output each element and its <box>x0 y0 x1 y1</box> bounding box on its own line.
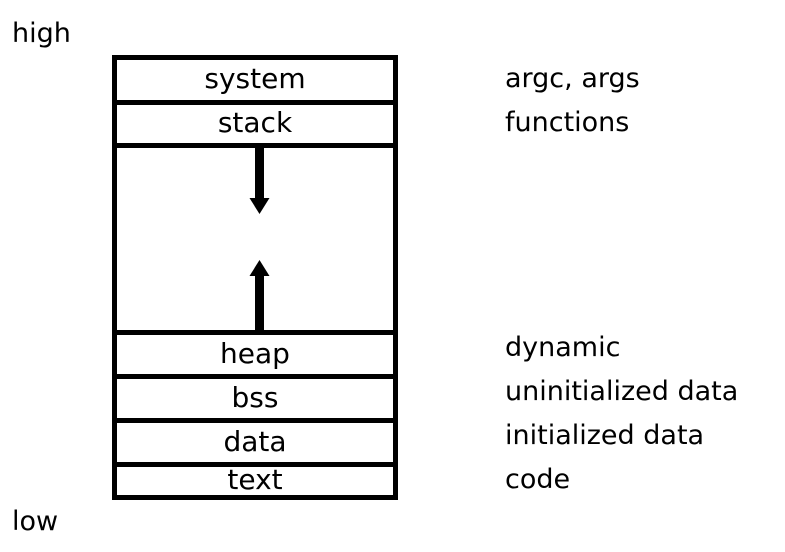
memory-segment-box: system stack heap bss data text <box>112 55 398 500</box>
annotation-stack: functions <box>505 107 630 138</box>
annotation-system: argc, args <box>505 63 640 94</box>
annotation-heap: dynamic <box>505 332 621 363</box>
segment-label-stack: stack <box>217 106 293 139</box>
low-address-label: low <box>12 506 59 537</box>
segment-row-stack: stack <box>117 105 393 148</box>
segment-row-bss: bss <box>117 379 393 423</box>
segment-label-text: text <box>227 463 283 496</box>
segment-row-data: data <box>117 423 393 467</box>
segment-label-data: data <box>223 424 287 458</box>
segment-label-heap: heap <box>220 336 290 370</box>
segment-annotations: argc, args functions dynamic uninitializ… <box>505 55 780 500</box>
segment-row-free-space <box>117 148 393 335</box>
segment-row-system: system <box>117 60 393 105</box>
annotation-text: code <box>505 464 571 495</box>
segment-label-system: system <box>204 62 306 95</box>
segment-label-bss: bss <box>231 380 279 414</box>
annotation-data: initialized data <box>505 420 705 451</box>
annotation-bss: uninitialized data <box>505 376 739 407</box>
segment-row-text: text <box>117 463 393 496</box>
high-address-label: high <box>12 18 71 49</box>
segment-row-heap: heap <box>117 335 393 379</box>
